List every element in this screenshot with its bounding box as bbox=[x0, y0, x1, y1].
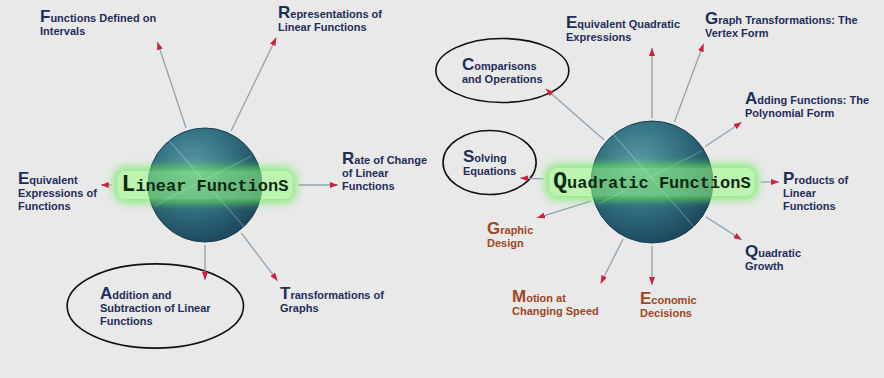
leader-arrow bbox=[204, 245, 205, 280]
leader-arrow bbox=[601, 239, 623, 283]
highlight-ring bbox=[436, 38, 569, 102]
leader-arrow bbox=[298, 184, 338, 185]
highlight-ring bbox=[67, 264, 243, 348]
topic-label: Graphic Design bbox=[487, 222, 557, 250]
topic-label: Adding Functions: The Polynomial Form bbox=[745, 92, 873, 120]
topic-label: Economic Decisions bbox=[640, 292, 724, 320]
topic-label: Products of Linear Functions bbox=[783, 172, 871, 213]
topic-label: Equivalent Expressions of Functions bbox=[18, 172, 100, 213]
leader-arrow bbox=[520, 177, 543, 179]
leader-arrow bbox=[537, 201, 591, 218]
topic-globe: Quadratic FunctionS bbox=[590, 120, 714, 244]
leader-arrow bbox=[241, 233, 277, 281]
leader-arrow bbox=[706, 217, 742, 240]
topic-label: Representations of Linear Functions bbox=[278, 6, 396, 34]
leader-arrow bbox=[546, 89, 604, 140]
topic-label: Comparisons and Operations bbox=[462, 58, 546, 86]
globe-title: Quadratic FunctionS bbox=[549, 168, 754, 196]
topic-label: Motion at Changing Speed bbox=[512, 290, 616, 318]
topic-globe: Linear FunctionS bbox=[147, 127, 263, 243]
topic-label: Rate of Change of Linear Functions bbox=[342, 152, 434, 193]
leader-arrow bbox=[651, 48, 652, 118]
leader-arrow bbox=[651, 246, 652, 285]
topic-label: Quadratic Growth bbox=[745, 245, 825, 273]
topic-label: Addition and Subtraction of Linear Funct… bbox=[100, 287, 212, 328]
topic-label: Graph Transformations: The Vertex Form bbox=[705, 12, 865, 40]
leader-arrow bbox=[231, 38, 276, 131]
leader-arrow bbox=[101, 184, 112, 185]
leader-arrow bbox=[674, 44, 703, 122]
topic-label: Solving Equations bbox=[463, 150, 539, 178]
topic-label: Functions Defined on Intervals bbox=[40, 10, 158, 38]
arrow-layer bbox=[101, 38, 779, 285]
topic-label: Transformations of Graphs bbox=[280, 287, 390, 315]
globe-title: Linear FunctionS bbox=[118, 171, 293, 199]
leader-arrow bbox=[705, 122, 741, 146]
leader-arrow bbox=[761, 181, 779, 182]
leader-arrow bbox=[157, 42, 186, 128]
topic-label: Equivalent Quadratic Expressions bbox=[566, 16, 698, 44]
ring-layer bbox=[67, 38, 569, 348]
